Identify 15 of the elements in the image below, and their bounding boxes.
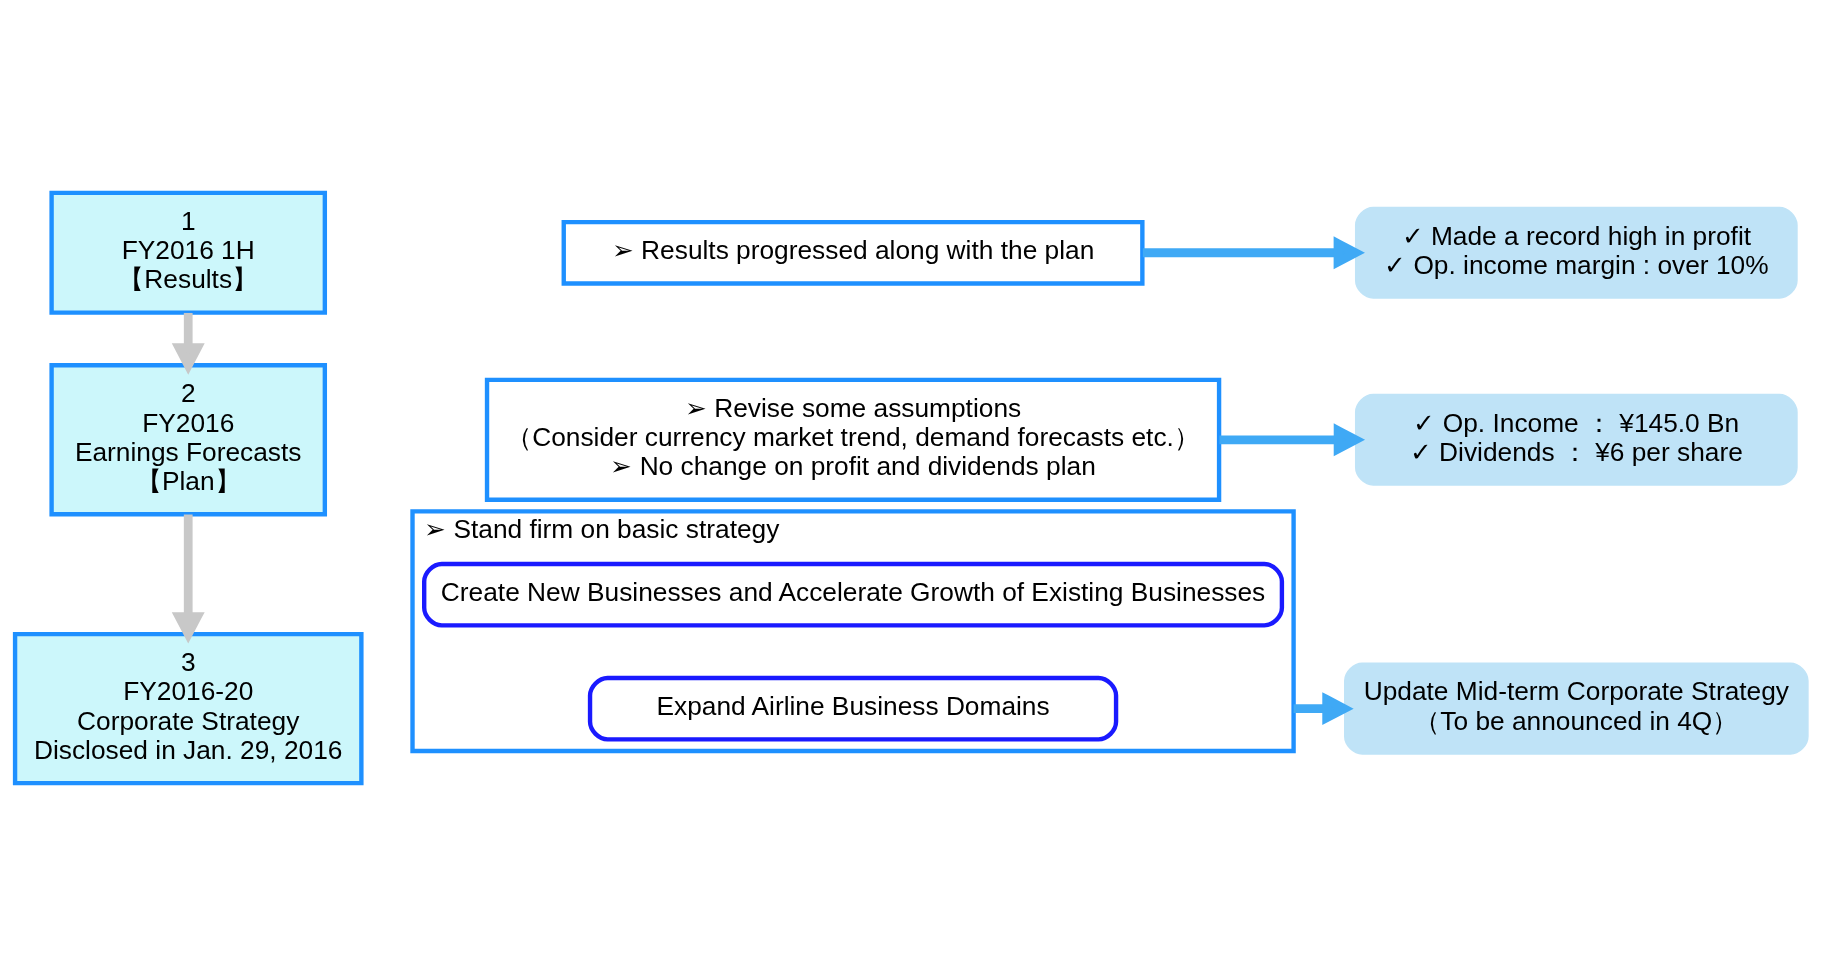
arrow bbox=[171, 514, 205, 644]
node-box: Create New Businesses and Accelerate Growth of Existing Businesses bbox=[422, 561, 1285, 628]
arrow bbox=[1142, 236, 1365, 270]
node-box: ➢ Revise some assumptions （Consider currency market trend, demand forecasts etc.） ➢ No change on profit and dividends plan bbox=[484, 377, 1222, 502]
node-box: 1 FY2016 1H 【Results】 bbox=[49, 190, 328, 315]
arrow bbox=[1293, 692, 1354, 726]
node-box: ✓ Made a record high in profit ✓ Op. income margin : over 10% bbox=[1354, 206, 1798, 299]
node-box: ✓ Op. Income ： ¥145.0 Bn ✓ Dividends ： ¥6 per share bbox=[1354, 393, 1798, 486]
node-box: Update Mid-term Corporate Strategy （To be announced in 4Q） bbox=[1344, 662, 1809, 755]
node-box: 2 FY2016 Earnings Forecasts 【Plan】 bbox=[49, 363, 328, 517]
node-box: Expand Airline Business Domains bbox=[587, 675, 1119, 742]
arrow bbox=[1219, 423, 1366, 457]
node-box: 3 FY2016-20 Corporate Strategy Disclosed in Jan. 29, 2016 bbox=[12, 631, 364, 786]
arrow bbox=[171, 312, 205, 375]
node-box: ➢ Results progressed along with the plan bbox=[561, 219, 1145, 286]
